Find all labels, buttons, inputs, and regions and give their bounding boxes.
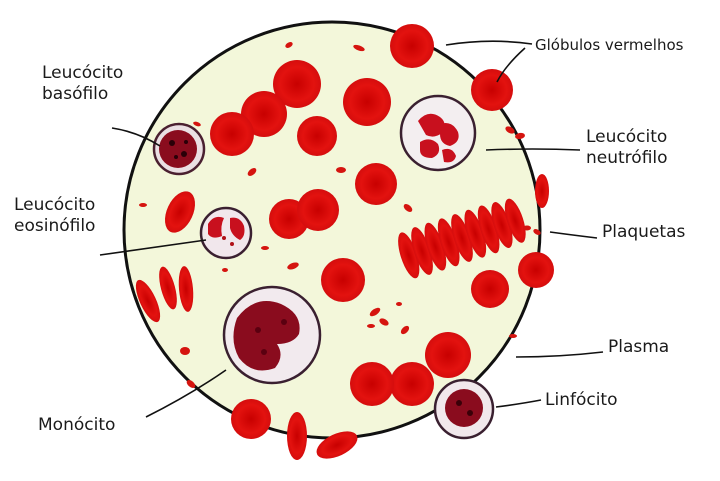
red-blood-cell [355,163,397,205]
red-blood-cell [343,78,391,126]
red-blood-cell [471,270,509,308]
red-blood-cell [535,174,549,208]
red-blood-cell [231,399,271,439]
red-blood-cell [321,258,365,302]
label-plasma: Plasma [608,337,669,358]
neutrophil-cell [401,96,475,170]
label-linfocito: Linfócito [545,390,618,411]
label-plaquetas: Plaquetas [602,222,685,243]
label-monocito: Monócito [38,415,115,436]
eosinophil-cell [201,208,251,258]
red-blood-cell [390,362,434,406]
red-blood-cell [297,189,339,231]
red-blood-cell [297,116,337,156]
red-blood-cell [471,69,513,111]
red-blood-cell [390,24,434,68]
label-line: Leucócito [42,63,123,84]
label-leucocito-basofilo: Leucócito basófilo [42,63,123,105]
red-blood-cell [350,362,394,406]
lymphocyte-cell [435,380,493,438]
label-line: Leucócito [14,195,95,216]
label-leucocito-eosinofilo: Leucócito eosinófilo [14,195,95,237]
basophil-cell [154,124,204,174]
monocyte-cell [224,287,320,383]
label-line: Leucócito [586,127,668,148]
red-blood-cell [287,412,307,460]
label-globulos-vermelhos: Glóbulos vermelhos [535,35,683,56]
red-blood-cell [518,252,554,288]
red-blood-cell [425,332,471,378]
label-line: neutrófilo [586,148,668,169]
label-line: basófilo [42,84,123,105]
label-leucocito-neutrofilo: Leucócito neutrófilo [586,127,668,169]
red-blood-cell [210,112,254,156]
label-line: eosinófilo [14,216,95,237]
